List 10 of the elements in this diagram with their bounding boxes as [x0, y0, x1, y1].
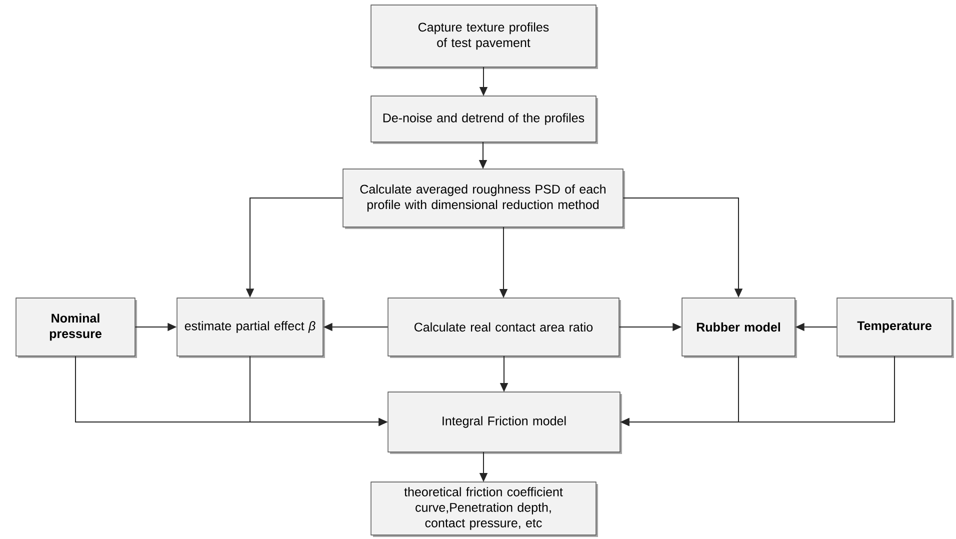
- output-box: theoretical friction coefficient curve,Penetration depth, contact pressure, etc: [370, 482, 598, 537]
- process-box: De-noise and detrend of the profiles: [370, 96, 598, 144]
- input-box: Temperature: [836, 298, 954, 358]
- process-box: Calculate averaged roughness PSD of each profile with dimensional reduction method: [342, 168, 625, 229]
- input-box: Nominal pressure: [16, 298, 137, 358]
- process-box: Integral Friction model: [388, 392, 622, 454]
- process-box: Calculate real contact area ratio: [388, 298, 621, 358]
- process-box: Capture texture profiles of test pavement: [370, 4, 598, 69]
- process-box: estimate partial effect β: [176, 298, 325, 358]
- process-box: Rubber model: [682, 298, 797, 358]
